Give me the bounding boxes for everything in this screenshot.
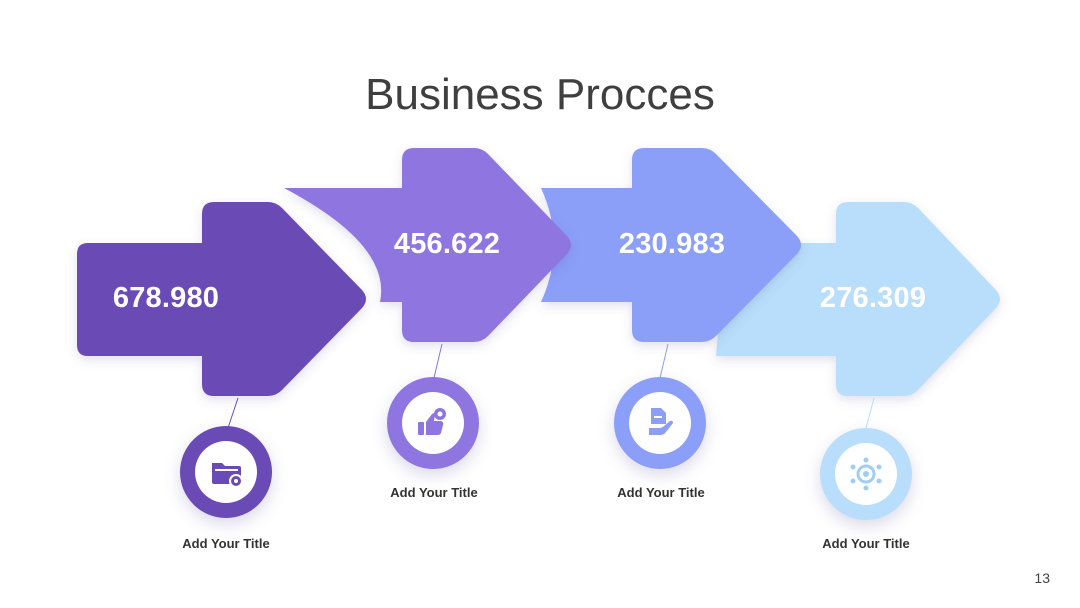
step-4-label: Add Your Title xyxy=(822,536,910,551)
page-number: 13 xyxy=(1034,570,1050,586)
connector-line-3 xyxy=(659,343,669,379)
process-arrow-1 xyxy=(77,202,366,396)
slide-title: Business Procces xyxy=(365,70,715,119)
step-4-value: 276.309 xyxy=(819,282,927,314)
connector-line-2 xyxy=(433,343,443,379)
gear-network-icon xyxy=(850,457,882,491)
step-1-value: 678.980 xyxy=(112,282,220,314)
step-3-icon-badge xyxy=(614,377,706,469)
step-2-value: 456.622 xyxy=(393,228,501,260)
step-1-icon-badge xyxy=(180,426,272,518)
thumbs-up-gear-icon xyxy=(418,408,446,435)
process-arrow-3 xyxy=(541,148,801,342)
step-3-label: Add Your Title xyxy=(617,485,705,500)
connector-line-1 xyxy=(227,397,239,429)
step-1-label: Add Your Title xyxy=(182,536,270,551)
process-arrow-2 xyxy=(284,148,571,342)
hand-document-icon xyxy=(649,408,673,435)
step-4-icon-badge xyxy=(820,428,912,520)
step-2-icon-badge xyxy=(387,377,479,469)
folder-gear-icon xyxy=(212,463,243,488)
step-2-label: Add Your Title xyxy=(390,485,478,500)
step-3-value: 230.983 xyxy=(618,228,726,260)
connector-line-4 xyxy=(865,397,875,429)
